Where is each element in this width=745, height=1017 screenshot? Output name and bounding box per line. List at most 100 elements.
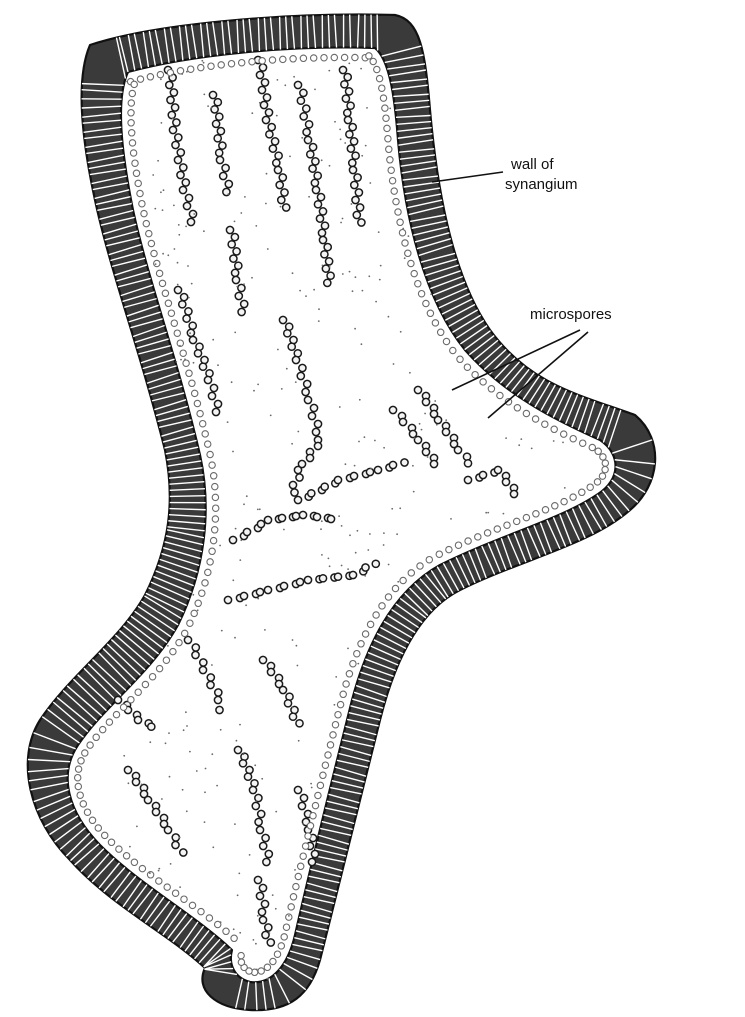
microspore	[84, 809, 90, 815]
stipple-speck	[257, 509, 259, 511]
stipple-speck	[321, 159, 323, 161]
stipple-speck	[239, 559, 241, 561]
stipple-speck	[562, 442, 564, 444]
microspore	[389, 406, 396, 413]
microspore	[347, 102, 354, 109]
microspore	[314, 420, 321, 427]
microspore	[142, 681, 148, 687]
microspore	[344, 116, 351, 123]
microspore	[283, 204, 290, 211]
stipple-speck	[393, 363, 395, 365]
stipple-speck	[187, 265, 189, 267]
microspore	[164, 884, 170, 890]
microspore	[294, 496, 301, 503]
microspore	[464, 476, 471, 483]
stipple-speck	[127, 782, 129, 784]
stipple-speck	[232, 579, 234, 581]
stipple-speck	[161, 798, 163, 800]
microspore	[317, 194, 324, 201]
stipple-speck	[197, 609, 199, 611]
stipple-speck	[391, 508, 393, 510]
microspore	[341, 54, 347, 60]
stipple-speck	[204, 821, 206, 823]
microspore	[315, 792, 321, 798]
microspore	[402, 240, 408, 246]
stipple-speck	[339, 129, 341, 131]
microspore	[264, 964, 270, 970]
microspore	[561, 431, 567, 437]
stipple-speck	[178, 234, 180, 236]
stipple-speck	[275, 811, 277, 813]
microspore	[202, 431, 208, 437]
stipple-speck	[123, 755, 125, 757]
microspore	[209, 548, 215, 554]
microspore	[135, 180, 141, 186]
microspore	[217, 128, 224, 135]
stipple-speck	[434, 400, 436, 402]
microspore	[184, 636, 191, 643]
microspore	[210, 384, 217, 391]
microspore	[465, 538, 471, 544]
microspore	[327, 742, 333, 748]
stipple-speck	[171, 74, 173, 76]
microspore	[314, 172, 321, 179]
stipple-speck	[436, 424, 438, 426]
stipple-speck	[205, 768, 207, 770]
stipple-speck	[261, 778, 263, 780]
microspore	[274, 166, 281, 173]
stipple-speck	[400, 331, 402, 333]
microspore	[430, 460, 437, 467]
microspore	[256, 826, 263, 833]
microspore	[454, 446, 461, 453]
microspore	[132, 778, 139, 785]
stipple-speck	[211, 107, 213, 109]
stipple-speck	[157, 160, 159, 162]
stipple-speck	[361, 155, 363, 157]
stipple-speck	[292, 639, 294, 641]
microspore	[324, 279, 331, 286]
microspore	[226, 226, 233, 233]
microspore	[321, 55, 327, 61]
microspore	[129, 130, 135, 136]
wall-cell-divider	[170, 496, 206, 497]
stipple-speck	[180, 359, 182, 361]
microspore	[120, 704, 126, 710]
stipple-speck	[310, 783, 312, 785]
stipple-speck	[174, 248, 176, 250]
microspore	[128, 110, 134, 116]
microspore	[312, 186, 319, 193]
microspore	[238, 284, 245, 291]
microspore	[300, 55, 306, 61]
microspore	[170, 648, 176, 654]
stipple-speck	[531, 448, 533, 450]
microspore	[346, 671, 352, 677]
stipple-speck	[308, 196, 310, 198]
microspore	[322, 265, 329, 272]
microspore	[346, 131, 353, 138]
microspore	[141, 210, 147, 216]
microspore	[387, 157, 393, 163]
microspore	[180, 350, 186, 356]
microspore	[262, 834, 269, 841]
stipple-speck	[299, 290, 301, 292]
microspore	[267, 668, 274, 675]
microspore	[373, 612, 379, 618]
stipple-speck	[369, 533, 371, 535]
microspore	[270, 958, 276, 964]
microspore	[212, 527, 218, 533]
microspore	[376, 75, 382, 81]
microspore	[494, 466, 501, 473]
microspore	[162, 290, 168, 296]
microspore	[370, 58, 376, 64]
microspore	[311, 55, 317, 61]
microspore	[294, 81, 301, 88]
microspore	[182, 179, 189, 186]
microspore	[259, 58, 265, 64]
microspore	[514, 518, 520, 524]
microspore	[82, 750, 88, 756]
stipple-speck	[256, 969, 258, 971]
stipple-speck	[259, 508, 261, 510]
stipple-speck	[388, 564, 390, 566]
stipple-speck	[365, 145, 367, 147]
